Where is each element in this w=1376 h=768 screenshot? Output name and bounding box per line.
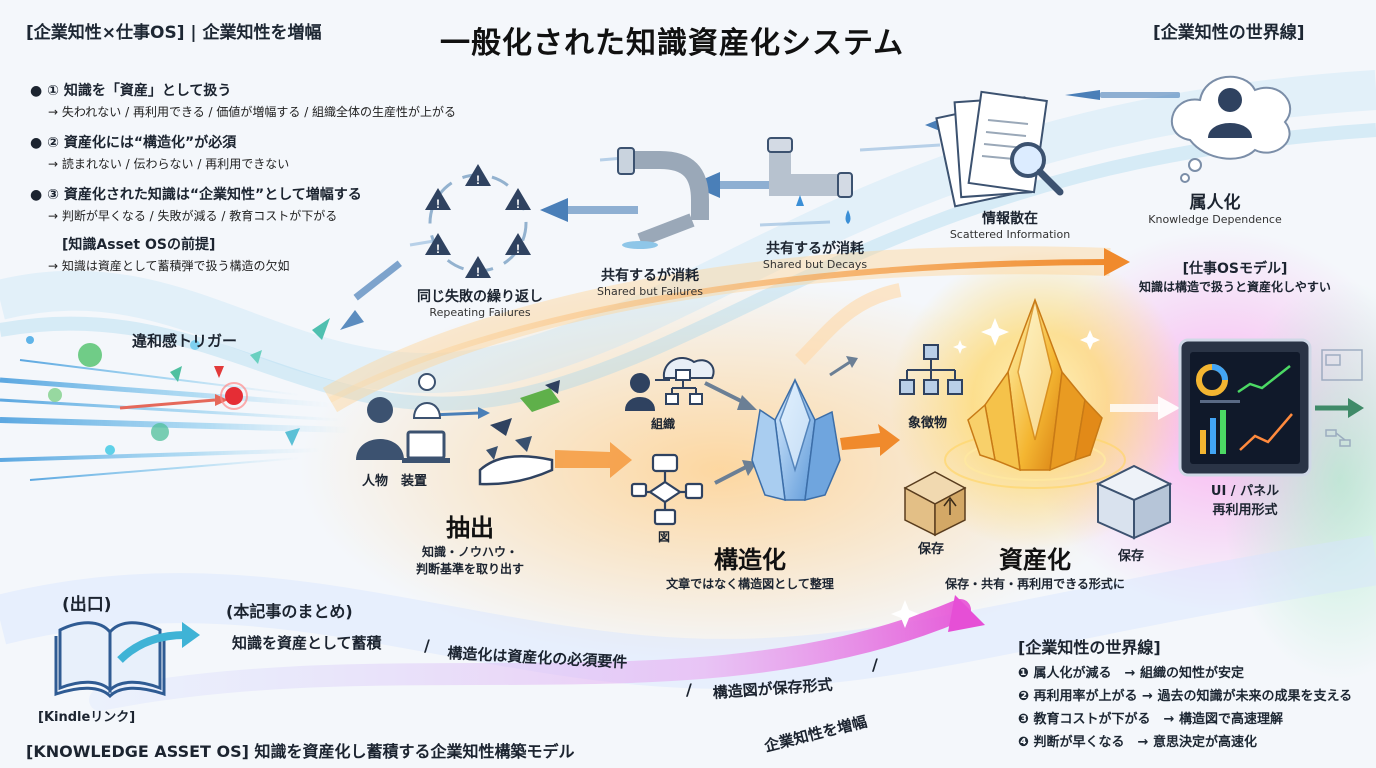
svg-text:!: ! [436, 197, 440, 211]
summary-head: (本記事のまとめ) [226, 602, 353, 621]
asset-title: 資産化 [999, 546, 1071, 574]
header-tag-left: [企業知性×仕事OS] | 企業知性を増幅 [26, 23, 322, 43]
page-title: 一般化された知識資産化システム [440, 26, 905, 61]
svg-text:!: ! [516, 197, 520, 211]
node-repeating-failures: 同じ失敗の繰り返し Repeating Failures [400, 286, 560, 319]
work-os-head: [仕事OSモデル] [1182, 261, 1288, 277]
work-os-model: [仕事OSモデル] 知識は構造で扱うと資産化しやすい [1110, 258, 1360, 295]
store-left-label: 保存 [918, 542, 945, 557]
premise-head: [知識Asset OSの前提] [62, 237, 216, 253]
principle-3-sub: → 判断が早くなる / 失敗が減る / 教育コストが下がる [48, 209, 338, 223]
symbol-label: 象徴物 [908, 416, 948, 431]
svg-text:!: ! [436, 242, 440, 256]
failures-label: 共有するが消耗 [601, 268, 699, 284]
extract-sub-1: 知識・ノウハウ・ [421, 545, 518, 559]
principle-2-sub: → 読まれない / 伝わらない / 再利用できない [48, 157, 290, 171]
extract-sub-2: 判断基準を取り出す [415, 562, 524, 576]
principle-3-head: ● ③ 資産化された知識は“企業知性”として増幅する [30, 187, 362, 203]
premise-sub: → 知識は資産として蓄積弾で扱う構造の欠如 [48, 259, 290, 273]
world-item-2: ❷ 再利用率が上がる → 過去の知識が未来の成果を支える [1018, 689, 1353, 704]
failures-label-en: Shared but Failures [597, 285, 703, 298]
exit-head: (出口) [62, 595, 112, 615]
node-shared-failures: 共有するが消耗 Shared but Failures [575, 265, 725, 298]
extract-title: 抽出 [446, 514, 494, 542]
ui-panel-label: UI / パネル 再利用形式 [1180, 480, 1310, 518]
kindle-link[interactable]: [Kindleリンク] [38, 710, 136, 725]
svg-text:!: ! [476, 173, 480, 187]
step-asset: 資産化 保存・共有・再利用できる形式に [900, 540, 1170, 592]
structure-sub: 文章ではなく構造図として整理 [666, 577, 834, 591]
world-item-1: ❶ 属人化が減る → 組織の知性が安定 [1018, 666, 1244, 681]
decays-label: 共有するが消耗 [766, 241, 864, 257]
node-shared-decays: 共有するが消耗 Shared but Decays [740, 238, 890, 271]
header-tag-right: [企業知性の世界線] [1153, 23, 1305, 43]
structure-title: 構造化 [714, 546, 786, 574]
org-label: 組織 [651, 417, 676, 431]
footer-caption: [KNOWLEDGE ASSET OS] 知識を資産化し蓄積する企業知性構築モデ… [26, 742, 575, 761]
summary-line-1: 知識を資産として蓄積 [232, 634, 382, 652]
world-item-4: ❹ 判断が早くなる → 意思決定が高速化 [1018, 735, 1257, 750]
asset-sub: 保存・共有・再利用できる形式に [945, 577, 1125, 591]
step-extract: 抽出 知識・ノウハウ・ 判断基準を取り出す [390, 508, 550, 577]
principle-1-head: ● ① 知識を「資産」として扱う [30, 83, 232, 99]
world-item-3: ❸ 教育コストが下がる → 構造図で高速理解 [1018, 712, 1283, 727]
panel-line-1: UI / パネル [1210, 484, 1280, 499]
trigger-label: 違和感トリガー [132, 332, 238, 350]
panel-line-2: 再利用形式 [1212, 503, 1278, 518]
store-right-label: 保存 [1118, 549, 1145, 564]
node-scattered-information: 情報散在 Scattered Information [930, 208, 1090, 241]
scattered-label-en: Scattered Information [949, 228, 1071, 241]
repeating-label-en: Repeating Failures [429, 306, 531, 319]
principle-1-sub: → 失われない / 再利用できる / 価値が増幅する / 組織全体の生産性が上が… [48, 105, 457, 119]
step-structure: 構造化 文章ではなく構造図として整理 [610, 540, 890, 592]
principle-2-head: ● ② 資産化には“構造化”が必須 [30, 135, 237, 151]
scattered-label: 情報散在 [982, 211, 1038, 227]
decays-label-en: Shared but Decays [762, 258, 868, 271]
dependence-label: 属人化 [1189, 193, 1241, 213]
dependence-label-en: Knowledge Dependence [1148, 213, 1282, 226]
svg-text:!: ! [476, 265, 480, 279]
summary-sep-3: / [872, 655, 878, 674]
node-knowledge-dependence: 属人化 Knowledge Dependence [1140, 188, 1290, 226]
summary-sep-1: / [424, 636, 430, 655]
summary-sep-2: / [686, 680, 692, 699]
svg-text:!: ! [516, 242, 520, 256]
repeating-label: 同じ失敗の繰り返し [417, 289, 543, 305]
diagram-label: 図 [658, 530, 671, 544]
work-os-sub: 知識は構造で扱うと資産化しやすい [1139, 280, 1331, 294]
person-device-label: 人物 装置 [362, 474, 428, 489]
world-head: [企業知性の世界線] [1018, 638, 1161, 657]
